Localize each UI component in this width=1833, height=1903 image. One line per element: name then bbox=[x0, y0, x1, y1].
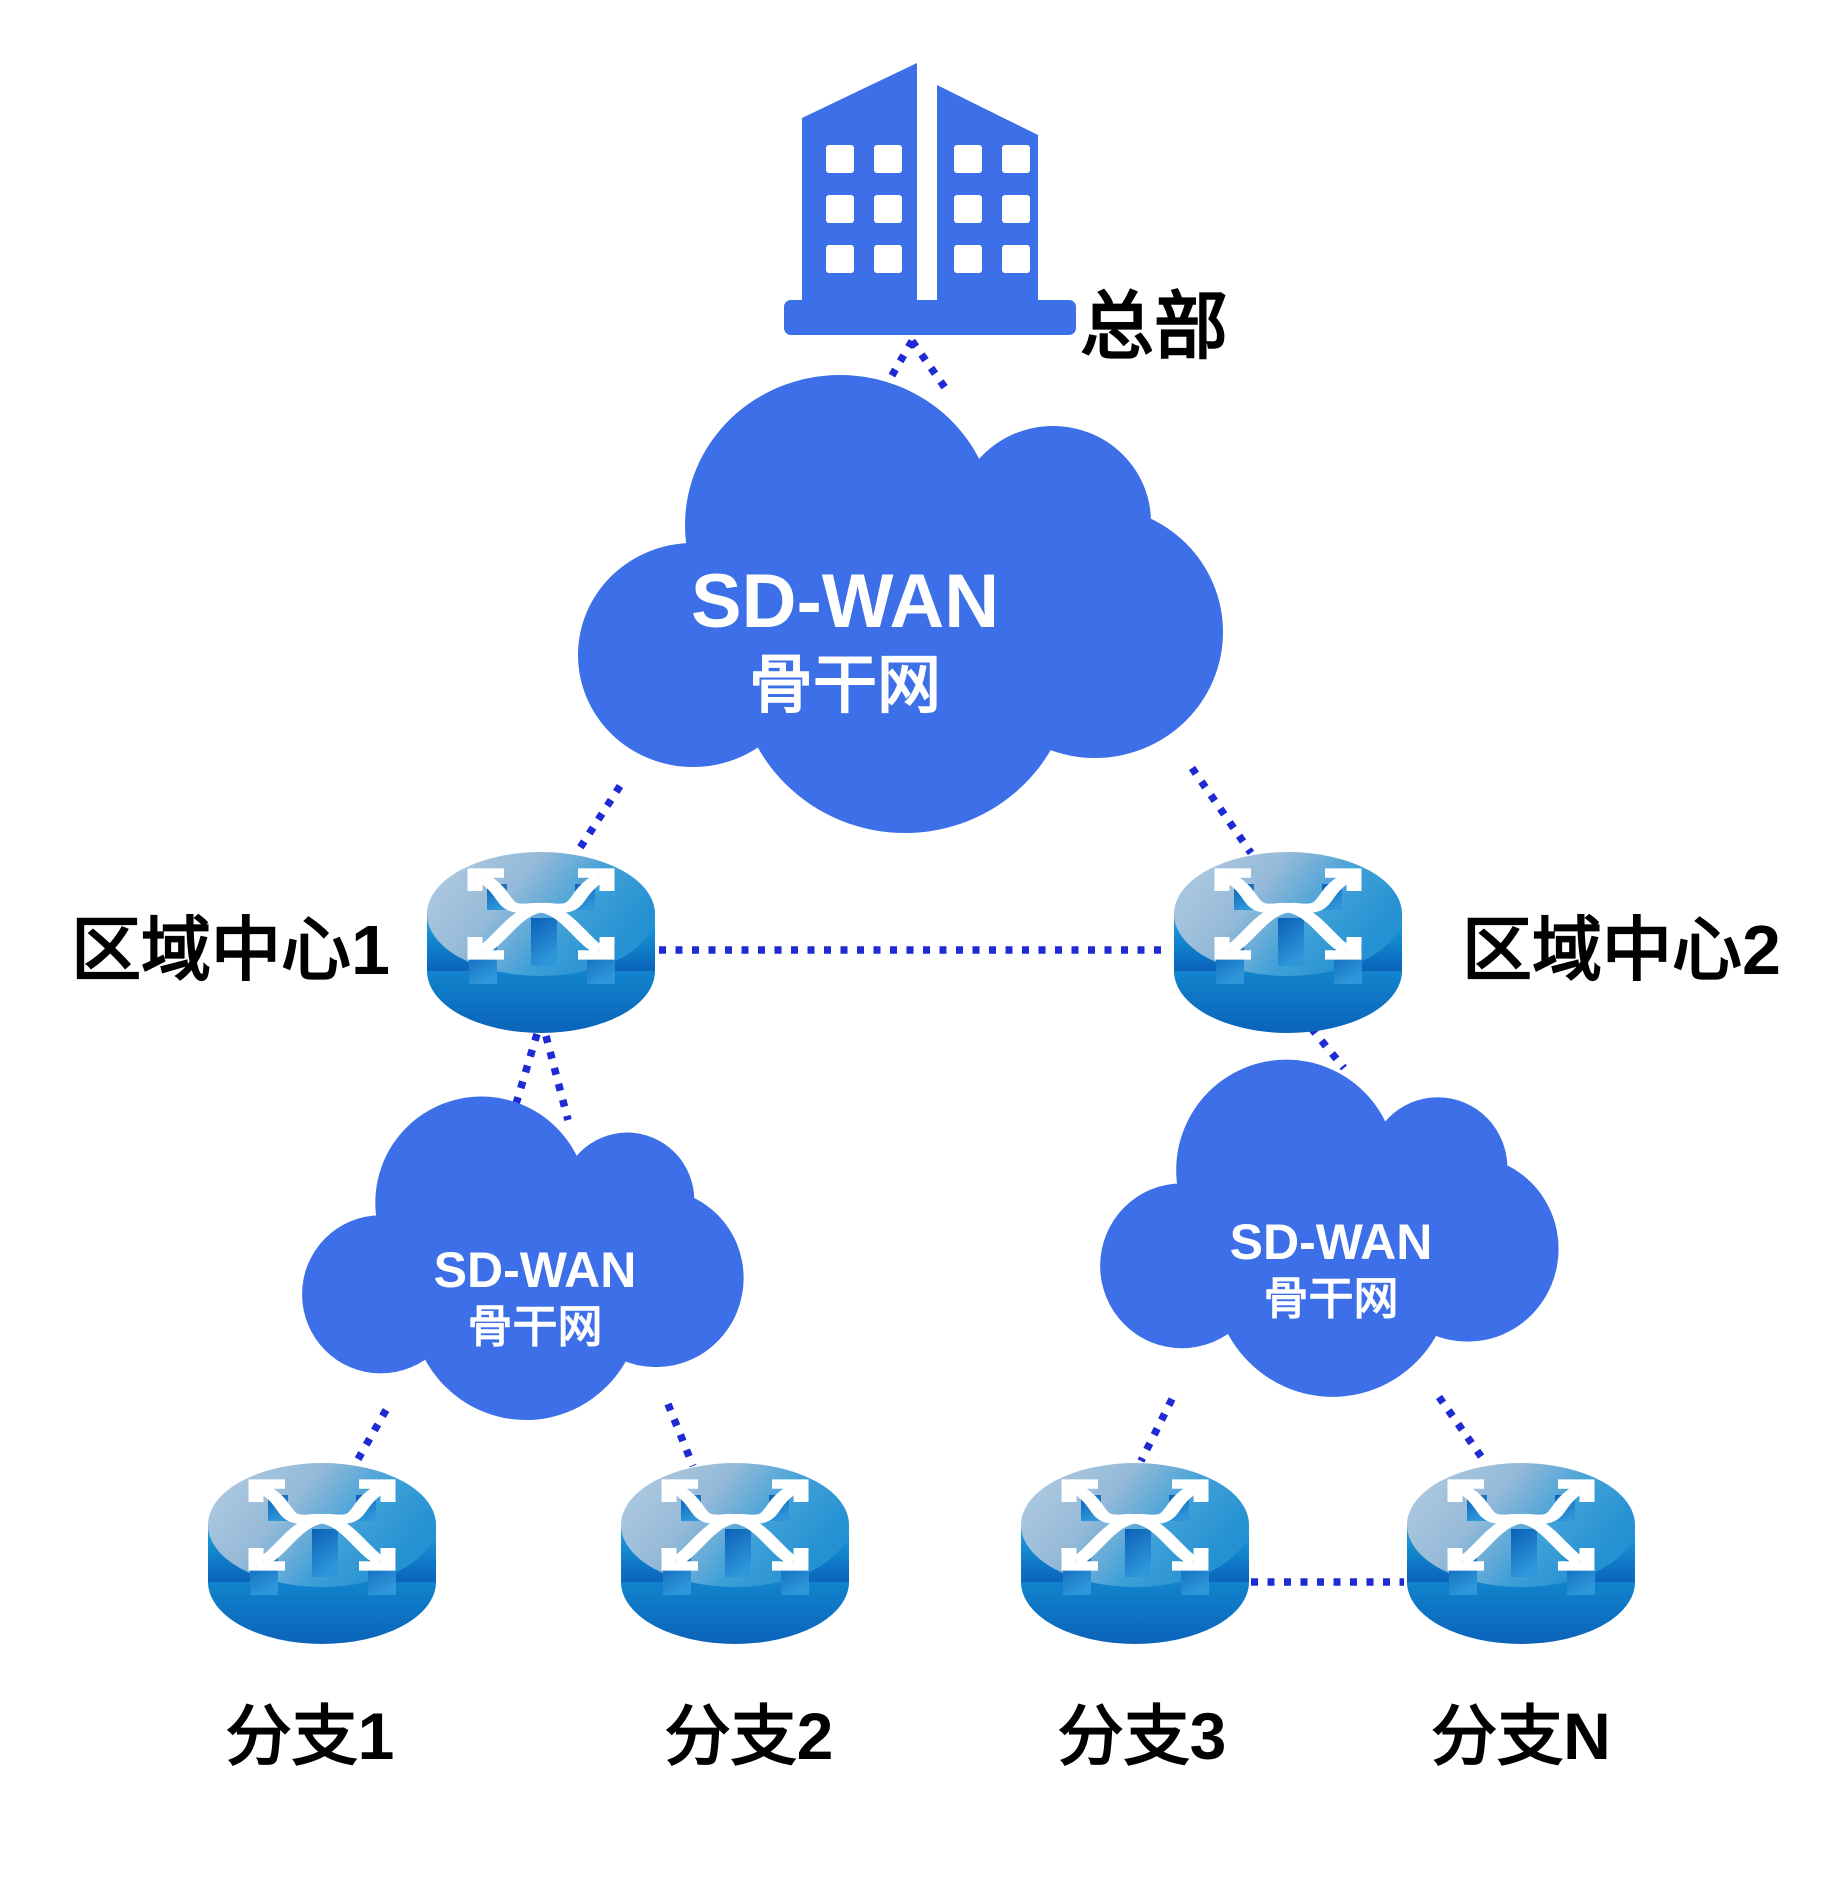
regional-router-1-icon bbox=[421, 844, 661, 1036]
regional-cloud-2-label-line2: 骨干网 bbox=[1263, 1273, 1399, 1324]
regional-center-1-label: 区域中心1 bbox=[71, 911, 390, 989]
branch-router-3-icon bbox=[1015, 1455, 1255, 1647]
regional-center-2-label: 区域中心2 bbox=[1462, 911, 1781, 989]
branch-n-label: 分支N bbox=[1431, 1699, 1611, 1773]
branch-router-n-icon bbox=[1401, 1455, 1641, 1647]
regional-cloud-1-label: SD-WAN 骨干网 bbox=[310, 1240, 760, 1354]
link-backbone-to-regional-center-2 bbox=[1188, 765, 1255, 856]
branch-3-label: 分支3 bbox=[1057, 1699, 1227, 1773]
backbone-cloud-label-line1: SD-WAN bbox=[690, 559, 1000, 644]
regional-cloud-2-label-line1: SD-WAN bbox=[1229, 1214, 1433, 1270]
branch-router-2-icon bbox=[615, 1455, 855, 1647]
link-cloud-1-to-branch-1 bbox=[349, 1408, 390, 1470]
branch-2-label: 分支2 bbox=[664, 1699, 834, 1773]
backbone-cloud-label-line2: 骨干网 bbox=[749, 649, 941, 722]
backbone-cloud-label: SD-WAN 骨干网 bbox=[565, 556, 1125, 724]
link-cloud-1-to-branch-2 bbox=[664, 1402, 697, 1468]
regional-cloud-1-label-line1: SD-WAN bbox=[433, 1242, 637, 1298]
headquarters-building-icon bbox=[784, 63, 1076, 335]
link-regional-center-1-to-cloud-1 bbox=[512, 1032, 572, 1121]
regional-cloud-1-label-line2: 骨干网 bbox=[467, 1301, 603, 1352]
link-cloud-2-to-branch-3 bbox=[1137, 1397, 1176, 1463]
link-hq-to-backbone-cloud bbox=[883, 338, 952, 395]
branch-router-1-icon bbox=[202, 1455, 442, 1647]
regional-cloud-2-label: SD-WAN 骨干网 bbox=[1103, 1212, 1559, 1326]
regional-router-2-icon bbox=[1168, 844, 1408, 1036]
link-cloud-2-to-branch-n bbox=[1435, 1394, 1489, 1465]
branch-1-label: 分支1 bbox=[225, 1699, 395, 1773]
link-backbone-to-regional-center-1 bbox=[574, 783, 624, 854]
headquarters-label: 总部 bbox=[1080, 285, 1228, 368]
